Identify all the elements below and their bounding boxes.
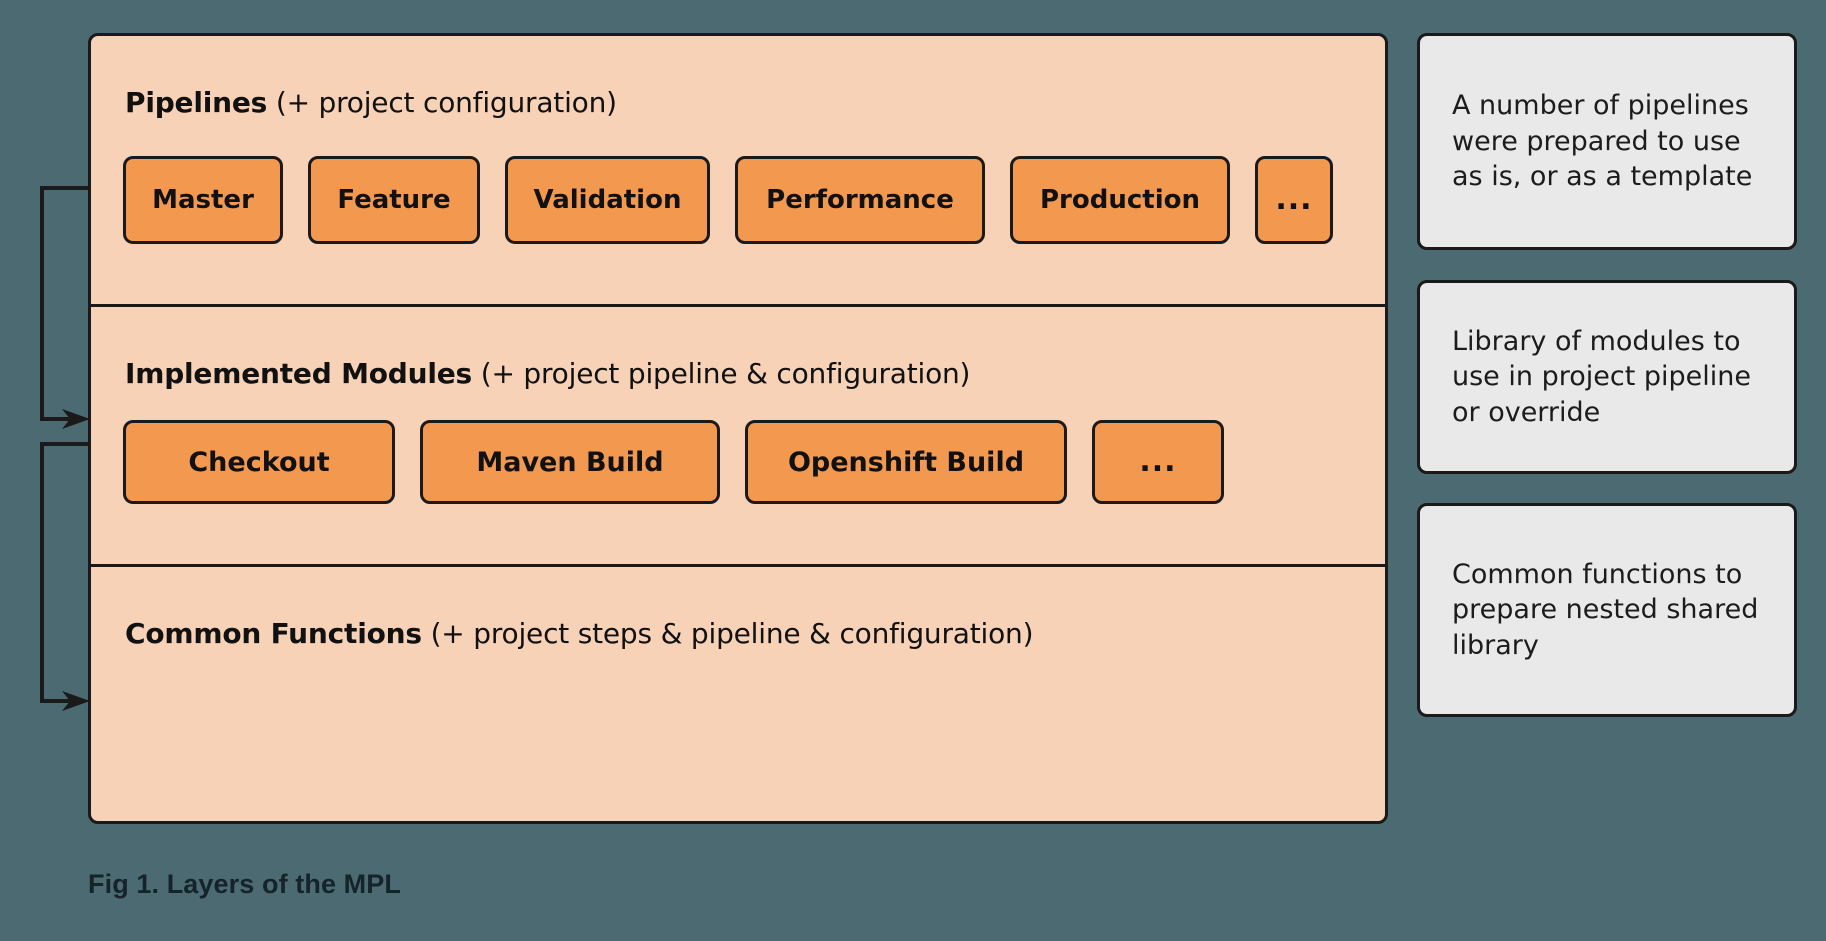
chip-checkout[interactable]: Checkout [123, 420, 395, 504]
callout-pipelines-note: A number of pipelines were prepared to u… [1417, 33, 1797, 250]
layer-common-title-rest: (+ project steps & pipeline & configurat… [421, 617, 1034, 650]
layer-modules-title-bold: Implemented Modules [125, 357, 473, 390]
chip-pipelines-more-label: ... [1275, 182, 1313, 217]
layer-pipelines: Pipelines (+ project configuration) Mast… [91, 36, 1385, 304]
chip-pipelines-more[interactable]: ... [1255, 156, 1333, 244]
chip-performance[interactable]: Performance [735, 156, 985, 244]
layer-implemented-modules: Implemented Modules (+ project pipeline … [91, 304, 1385, 564]
chip-openshift-build[interactable]: Openshift Build [745, 420, 1067, 504]
chip-production-label: Production [1040, 185, 1200, 215]
callout-pipelines-note-text: A number of pipelines were prepared to u… [1452, 90, 1753, 193]
layer-modules-title: Implemented Modules (+ project pipeline … [125, 357, 970, 390]
connector-modules-to-common [40, 442, 88, 703]
chip-validation-label: Validation [533, 185, 682, 215]
layer-pipelines-title: Pipelines (+ project configuration) [125, 86, 617, 119]
chip-performance-label: Performance [766, 185, 954, 215]
callout-modules-note: Library of modules to use in project pip… [1417, 280, 1797, 474]
chip-feature-label: Feature [337, 185, 451, 215]
layer-modules-title-rest: (+ project pipeline & configuration) [472, 357, 971, 390]
chip-openshift-build-label: Openshift Build [787, 446, 1025, 478]
modules-chip-row: Checkout Maven Build Openshift Build ... [123, 420, 1224, 504]
chip-master-label: Master [152, 185, 254, 215]
chip-master[interactable]: Master [123, 156, 283, 244]
layer-common-functions: Common Functions (+ project steps & pipe… [91, 564, 1385, 821]
callout-common-note: Common functions to prepare nested share… [1417, 503, 1797, 717]
chip-maven-build-label: Maven Build [476, 446, 664, 478]
chip-feature[interactable]: Feature [308, 156, 480, 244]
chip-modules-more[interactable]: ... [1092, 420, 1224, 504]
arrowhead-modules [62, 409, 90, 429]
layer-common-title-bold: Common Functions [125, 617, 422, 650]
callout-common-note-text: Common functions to prepare nested share… [1452, 558, 1759, 661]
chip-production[interactable]: Production [1010, 156, 1230, 244]
mpl-layers-panel: Pipelines (+ project configuration) Mast… [88, 33, 1388, 824]
chip-checkout-label: Checkout [188, 446, 330, 478]
layer-pipelines-title-bold: Pipelines [125, 86, 268, 119]
layer-common-title: Common Functions (+ project steps & pipe… [125, 617, 1034, 650]
callout-modules-note-text: Library of modules to use in project pip… [1452, 325, 1751, 428]
figure-caption: Fig 1. Layers of the MPL [88, 869, 401, 899]
chip-maven-build[interactable]: Maven Build [420, 420, 720, 504]
chip-modules-more-label: ... [1139, 444, 1177, 479]
arrowhead-common [62, 691, 90, 711]
chip-validation[interactable]: Validation [505, 156, 710, 244]
layer-pipelines-title-rest: (+ project configuration) [267, 86, 617, 119]
connector-pipelines-to-modules [40, 186, 88, 421]
pipelines-chip-row: Master Feature Validation Performance Pr… [123, 156, 1333, 244]
